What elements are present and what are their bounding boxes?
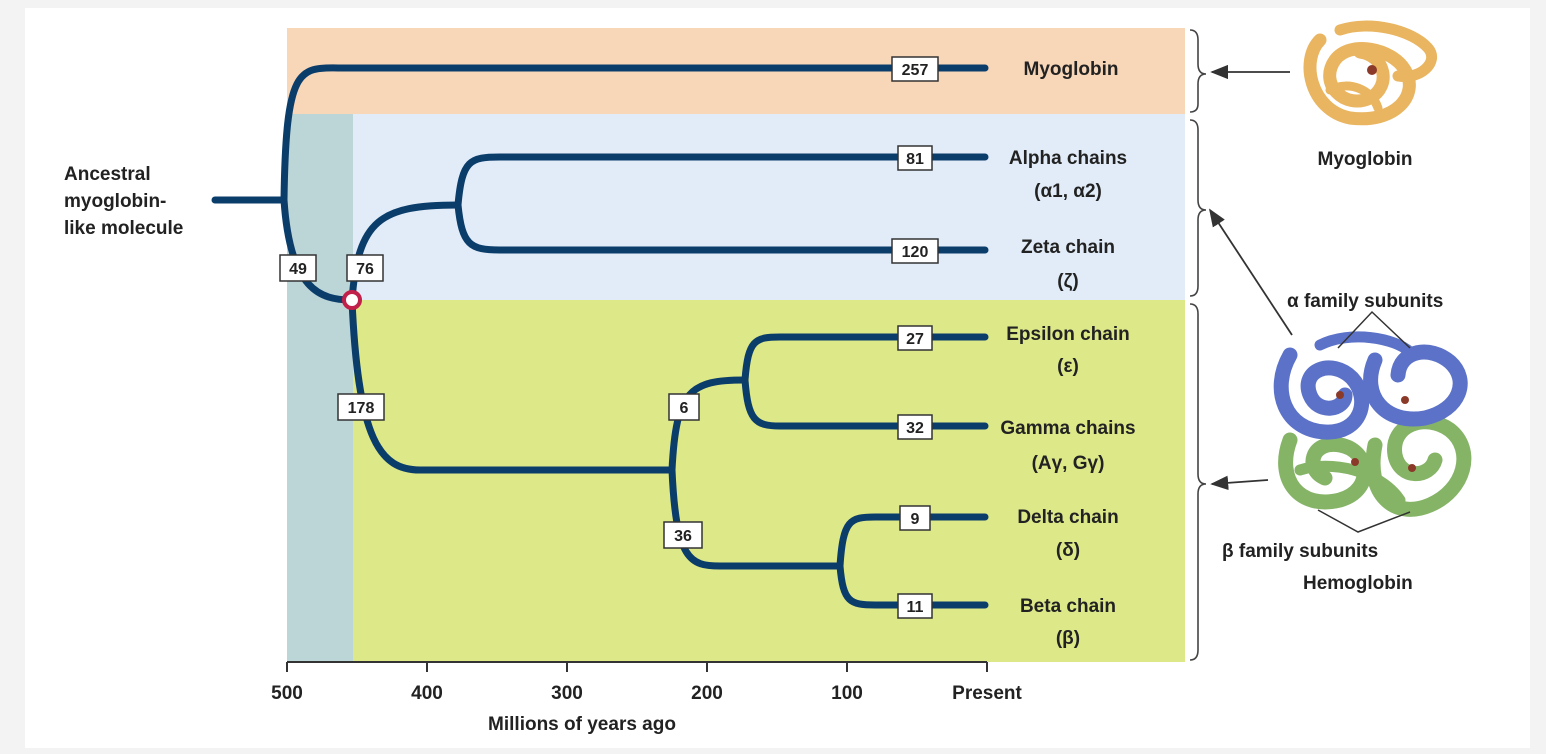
- beta-family-branch: [348, 296, 676, 474]
- branch-numbers: 257 81 120 27 32 9 11 49 76 178 6 36: [289, 62, 928, 616]
- myoglobin-structure-icon: [1303, 20, 1438, 126]
- epsilon-number: 27: [906, 331, 924, 348]
- structure-arrows: [1209, 64, 1293, 491]
- ancestor-label-line-2: myoglobin-: [64, 191, 166, 212]
- alpha-subunit-pointer: [1337, 310, 1411, 349]
- ancestor-label: Ancestral myoglobin- like molecule: [64, 164, 183, 239]
- ancestor-label-line-1: Ancestral: [64, 164, 151, 185]
- delta-number: 9: [911, 511, 920, 528]
- axis-tick-label-400: 400: [411, 683, 443, 704]
- early-duplication-strip: [287, 114, 353, 662]
- epsilon-branch: [741, 333, 989, 384]
- axis-tick-label-100: 100: [831, 683, 863, 704]
- gamma-branch: [741, 376, 989, 430]
- family-brackets: [1189, 29, 1207, 661]
- beta-number: 11: [907, 599, 924, 616]
- zeta-number: 120: [902, 244, 929, 261]
- axis-tick-labels: 500 400 300 200 100 Present: [271, 683, 1022, 704]
- alpha-family-arrow: [1209, 208, 1293, 336]
- beta-chain-label: Beta chain: [1020, 596, 1116, 617]
- alpha-family-number-box: [346, 254, 384, 282]
- beta-family-band: [287, 300, 1185, 662]
- alpha-chain-symbols: (α1, α2): [1034, 181, 1102, 202]
- beta-branch: [836, 562, 989, 609]
- ancestor-label-line-3: like molecule: [64, 218, 183, 239]
- alpha-chain-label: Alpha chains: [1009, 148, 1127, 169]
- delta-chain-symbol: (δ): [1056, 540, 1080, 561]
- time-axis: [286, 661, 988, 672]
- axis-tick-label-300: 300: [551, 683, 583, 704]
- delta-beta-number: 36: [674, 528, 692, 545]
- gamma-number-box: [897, 414, 933, 440]
- delta-branch: [836, 513, 989, 570]
- myoglobin-number: 257: [902, 62, 929, 79]
- myoglobin-number-box: [891, 56, 939, 82]
- delta-number-box: [899, 505, 931, 531]
- branch-number-boxes: [279, 56, 939, 619]
- axis-title: Millions of years ago: [488, 714, 676, 735]
- zeta-number-box: [891, 238, 939, 264]
- myoglobin-chain-label: Myoglobin: [1024, 59, 1119, 80]
- root-number-box: [279, 254, 317, 282]
- axis-tick-label-present: Present: [952, 683, 1022, 704]
- chain-labels: Myoglobin Alpha chains (α1, α2) Zeta cha…: [1000, 59, 1135, 649]
- alpha-number-box: [897, 145, 933, 171]
- epsilon-chain-symbol: (ε): [1057, 356, 1079, 377]
- alpha-number: 81: [906, 151, 924, 168]
- hemoglobin-structure-icon: [1273, 331, 1472, 517]
- beta-family-number-box: [337, 393, 385, 421]
- beta-family-arrow: [1210, 475, 1269, 491]
- beta-chain-symbol: (β): [1056, 628, 1080, 649]
- hemoglobin-label: Hemoglobin: [1303, 573, 1413, 594]
- epsilon-number-box: [897, 325, 933, 351]
- gamma-number: 32: [906, 420, 924, 437]
- epsilon-gamma-number: 6: [680, 400, 689, 417]
- gamma-chain-symbols: (Aγ, Gγ): [1032, 453, 1105, 474]
- zeta-branch: [454, 201, 989, 254]
- delta-beta-branch: [668, 466, 844, 570]
- beta-number-box: [897, 593, 933, 619]
- gamma-chain-label: Gamma chains: [1000, 418, 1135, 439]
- alpha-family-label: α family subunits: [1287, 291, 1443, 312]
- epsilon-gamma-number-box: [668, 393, 700, 421]
- gene-duplication-marker: [342, 290, 362, 310]
- zeta-chain-label: Zeta chain: [1021, 237, 1115, 258]
- globin-lineage-branch: [280, 196, 356, 304]
- axis-tick-label-200: 200: [691, 683, 723, 704]
- alpha-branch: [454, 153, 989, 209]
- beta-family-label: β family subunits: [1222, 541, 1378, 562]
- subunit-pointer-lines: [1317, 310, 1411, 533]
- beta-subunit-pointer: [1317, 509, 1411, 533]
- delta-beta-number-box: [663, 521, 703, 549]
- alpha-family-number: 76: [356, 261, 374, 278]
- axis-tick-label-500: 500: [271, 683, 303, 704]
- myoglobin-branch: [280, 64, 989, 204]
- myoglobin-structure-label: Myoglobin: [1318, 149, 1413, 170]
- epsilon-chain-label: Epsilon chain: [1006, 324, 1130, 345]
- root-number: 49: [289, 261, 307, 278]
- hemoglobin-labels: α family subunits β family subunits Hemo…: [1222, 291, 1443, 594]
- delta-chain-label: Delta chain: [1017, 507, 1118, 528]
- beta-family-number: 178: [348, 400, 375, 417]
- zeta-chain-symbol: (ζ): [1057, 271, 1078, 292]
- tree-branches: [211, 64, 989, 609]
